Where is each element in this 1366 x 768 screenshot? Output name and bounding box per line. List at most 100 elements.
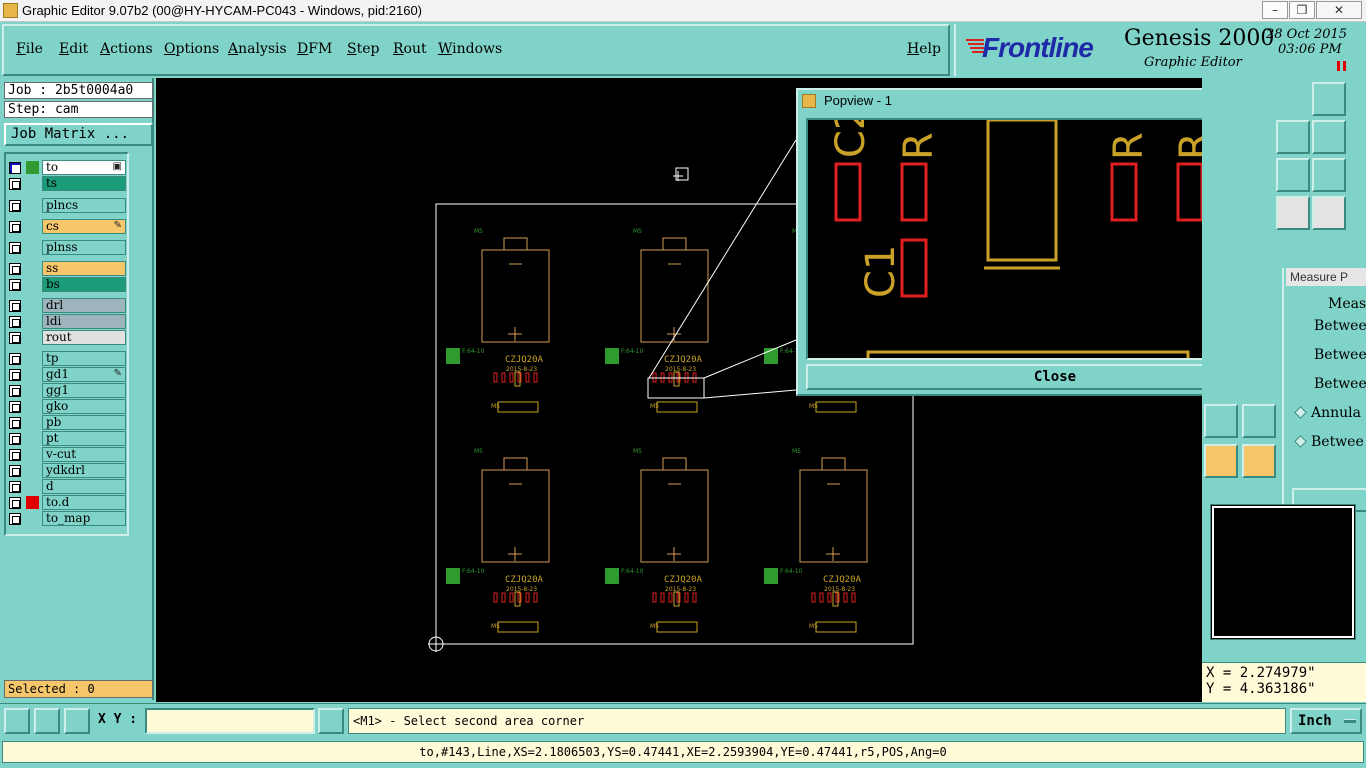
close-button[interactable]: ✕: [1316, 1, 1362, 19]
layer-checkbox[interactable]: [9, 513, 21, 525]
layer-name-label[interactable]: to.d: [42, 495, 126, 510]
layer-name-label[interactable]: ydkdrl: [42, 463, 126, 478]
layer-name-label[interactable]: v-cut: [42, 447, 126, 462]
layer-row-to.d[interactable]: to.d: [6, 495, 128, 510]
layer-checkbox[interactable]: [9, 242, 21, 254]
layer-name-label[interactable]: ldi: [42, 314, 126, 329]
layer-checkbox[interactable]: [9, 300, 21, 312]
menu-dfm[interactable]: DFM: [297, 41, 333, 57]
layer-row-tp[interactable]: tp: [6, 351, 128, 366]
exclamation-icon[interactable]: [318, 708, 344, 734]
layer-name-label[interactable]: gd1✎: [42, 367, 126, 382]
multi-select-arrow-icon[interactable]: [1242, 444, 1276, 478]
menu-actions[interactable]: Actions: [100, 41, 153, 57]
menu-file[interactable]: File: [16, 41, 43, 57]
layer-row-pt[interactable]: pt: [6, 431, 128, 446]
layer-checkbox[interactable]: [9, 417, 21, 429]
grid-snap-icon[interactable]: [64, 708, 90, 734]
layer-checkbox[interactable]: [9, 200, 21, 212]
layer-row-ss[interactable]: ss: [6, 261, 128, 276]
layer-name-label[interactable]: plncs: [42, 198, 126, 213]
maximize-button[interactable]: ❐: [1289, 1, 1315, 19]
menu-edit[interactable]: Edit: [59, 41, 89, 57]
layer-row-gko[interactable]: gko: [6, 399, 128, 414]
layer-row-bs[interactable]: bs: [6, 277, 128, 292]
layer-name-label[interactable]: rout: [42, 330, 126, 345]
layer-checkbox[interactable]: [9, 369, 21, 381]
layer-row-drl[interactable]: drl: [6, 298, 128, 313]
layer-name-label[interactable]: drl: [42, 298, 126, 313]
layer-checkbox[interactable]: [9, 465, 21, 477]
layer-name-label[interactable]: cs✎: [42, 219, 126, 234]
layer-name-label[interactable]: tp: [42, 351, 126, 366]
layer-name-label[interactable]: pt: [42, 431, 126, 446]
layer-name-label[interactable]: d: [42, 479, 126, 494]
layer-row-v-cut[interactable]: v-cut: [6, 447, 128, 462]
layer-checkbox[interactable]: [9, 497, 21, 509]
menu-help[interactable]: Help: [907, 41, 941, 57]
layer-name-label[interactable]: ts: [42, 176, 126, 191]
measure-option-1[interactable]: Betwee: [1314, 318, 1366, 334]
menu-step[interactable]: Step: [347, 41, 380, 57]
help-question-icon[interactable]: [1312, 158, 1346, 192]
measure-option-3[interactable]: Betwee: [1314, 376, 1366, 392]
layer-checkbox[interactable]: [9, 316, 21, 328]
layer-row-rout[interactable]: rout: [6, 330, 128, 345]
select-arrow-icon[interactable]: [1204, 444, 1238, 478]
measure-option-annular[interactable]: Annula: [1294, 405, 1361, 421]
layer-row-ts[interactable]: ts: [6, 176, 128, 191]
layer-checkbox[interactable]: [9, 353, 21, 365]
layer-row-pb[interactable]: pb: [6, 415, 128, 430]
minimap[interactable]: [1210, 504, 1356, 640]
layer-name-label[interactable]: ss: [42, 261, 126, 276]
layer-name-label[interactable]: gko: [42, 399, 126, 414]
menu-rout[interactable]: Rout: [393, 41, 427, 57]
snap-mode-icon[interactable]: [4, 708, 30, 734]
job-matrix-button[interactable]: Job Matrix ...: [4, 123, 153, 146]
layer-checkbox[interactable]: [9, 481, 21, 493]
triangle-pointer-icon[interactable]: [1242, 404, 1276, 438]
layer-name-label[interactable]: to_map: [42, 511, 126, 526]
triangle-select-icon[interactable]: [1204, 404, 1238, 438]
layer-name-label[interactable]: gg1: [42, 383, 126, 398]
layer-row-ydkdrl[interactable]: ydkdrl: [6, 463, 128, 478]
layer-checkbox[interactable]: [9, 332, 21, 344]
snap-icon[interactable]: [1312, 120, 1346, 154]
layer-name-label[interactable]: pb: [42, 415, 126, 430]
layer-row-to_map[interactable]: to_map: [6, 511, 128, 526]
layer-row-cs[interactable]: cs✎: [6, 219, 128, 234]
layer-checkbox[interactable]: [9, 178, 21, 190]
layer-checkbox[interactable]: [9, 401, 21, 413]
layer-checkbox[interactable]: [9, 449, 21, 461]
layer-checkbox[interactable]: [9, 221, 21, 233]
menu-analysis[interactable]: Analysis: [228, 41, 287, 57]
layer-name-label[interactable]: to▣: [42, 160, 126, 175]
layer-name-label[interactable]: bs: [42, 277, 126, 292]
layer-checkbox[interactable]: [9, 162, 21, 174]
layer-row-d[interactable]: d: [6, 479, 128, 494]
minimize-button[interactable]: –: [1262, 1, 1288, 19]
grid-icon[interactable]: [1276, 120, 1310, 154]
layer-row-to[interactable]: to▣: [6, 160, 128, 175]
measure-option-5[interactable]: Betwee: [1294, 434, 1364, 450]
layer-checkbox[interactable]: [9, 385, 21, 397]
menu-windows[interactable]: Windows: [438, 41, 503, 57]
layer-row-plnss[interactable]: plnss: [6, 240, 128, 255]
layer-checkbox[interactable]: [9, 279, 21, 291]
units-selector[interactable]: Inch: [1290, 708, 1362, 734]
layer-row-ldi[interactable]: ldi: [6, 314, 128, 329]
angle-snap-icon[interactable]: [34, 708, 60, 734]
layer-row-plncs[interactable]: plncs: [6, 198, 128, 213]
measure-option-2[interactable]: Betwee: [1314, 347, 1366, 363]
layer-color-icon[interactable]: [1276, 196, 1310, 230]
graph-icon[interactable]: [1312, 196, 1346, 230]
xy-input[interactable]: [145, 708, 315, 734]
layer-row-gd1[interactable]: gd1✎: [6, 367, 128, 382]
measure-icon[interactable]: [1276, 158, 1310, 192]
layer-name-label[interactable]: plnss: [42, 240, 126, 255]
layer-checkbox[interactable]: [9, 433, 21, 445]
layer-row-gg1[interactable]: gg1: [6, 383, 128, 398]
popview-zoom-view[interactable]: C2 R R R C1: [806, 118, 1268, 360]
pause-icon[interactable]: [1337, 61, 1346, 71]
layer-checkbox[interactable]: [9, 263, 21, 275]
